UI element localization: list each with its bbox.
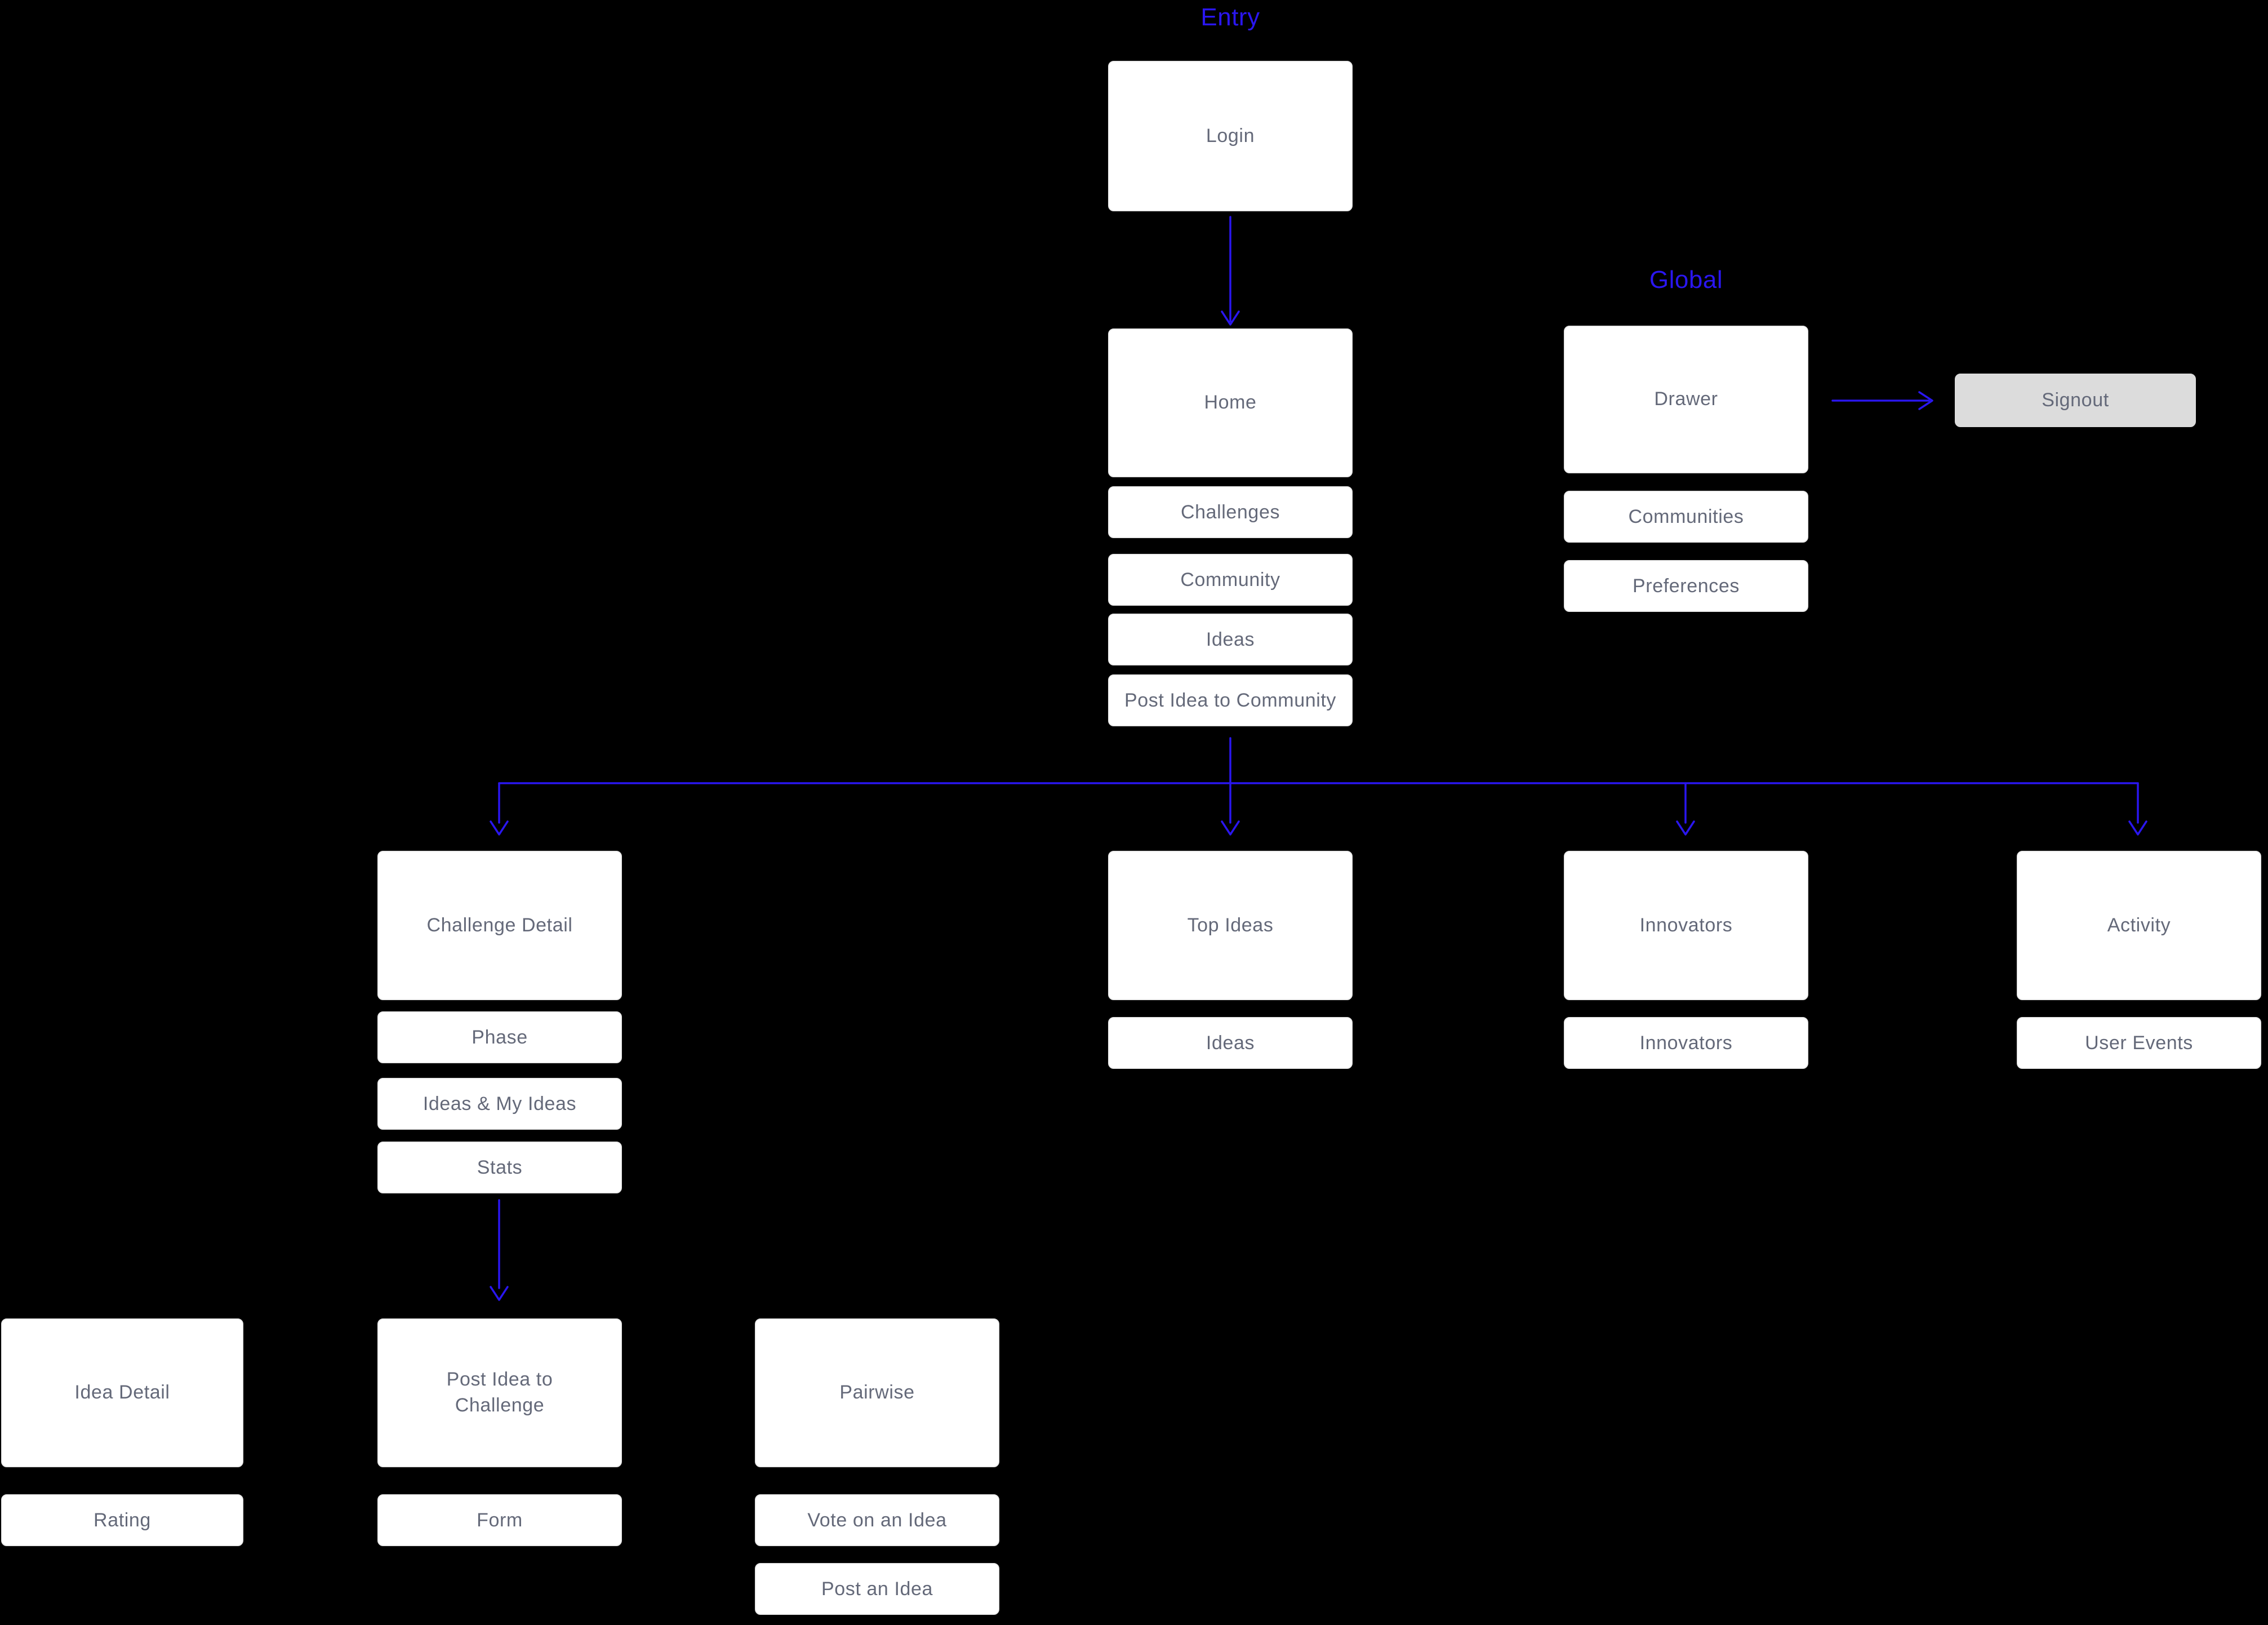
edge-drawer-signout — [1831, 391, 1933, 410]
section-label-global: Global — [1649, 266, 1723, 294]
node-label: Login — [1206, 125, 1255, 146]
node-label: Pairwise — [839, 1382, 915, 1404]
node-post-idea-to-community: Post Idea to Community — [1108, 674, 1353, 726]
node-label: Ideas & My Ideas — [423, 1093, 577, 1115]
node-label: Signout — [2042, 389, 2109, 411]
node-rating: Rating — [1, 1494, 243, 1546]
node-label: Rating — [94, 1509, 151, 1531]
node-label: Phase — [472, 1026, 528, 1048]
node-drawer: Drawer — [1564, 326, 1808, 473]
node-label: Challenge Detail — [426, 914, 573, 936]
node-top-ideas: Top Ideas — [1108, 851, 1353, 1000]
section-label-entry: Entry — [1200, 3, 1260, 31]
node-innovators: Innovators — [1564, 851, 1808, 1000]
node-pairwise: Pairwise — [755, 1318, 999, 1467]
node-label: Form — [477, 1509, 523, 1531]
node-label: Ideas — [1206, 1032, 1255, 1054]
node-community: Community — [1108, 554, 1353, 606]
node-label: Vote on an Idea — [807, 1509, 947, 1531]
node-label: Challenges — [1180, 501, 1280, 523]
node-vote-on-an-idea: Vote on an Idea — [755, 1494, 999, 1546]
node-label: Innovators — [1639, 914, 1733, 936]
node-preferences: Preferences — [1564, 560, 1808, 612]
node-ideas: Ideas — [1108, 614, 1353, 665]
edge-post-idea-branch — [490, 737, 2147, 836]
node-idea-detail: Idea Detail — [1, 1318, 243, 1467]
node-post-an-idea: Post an Idea — [755, 1563, 999, 1615]
node-form: Form — [377, 1494, 622, 1546]
node-activity: Activity — [2017, 851, 2261, 1000]
node-phase: Phase — [377, 1011, 622, 1063]
node-label: Communities — [1628, 505, 1744, 527]
node-ideas-my-ideas: Ideas & My Ideas — [377, 1078, 622, 1130]
node-label: Innovators — [1639, 1032, 1733, 1054]
node-login: Login — [1108, 61, 1353, 211]
node-stats: Stats — [377, 1142, 622, 1193]
node-label: User Events — [2085, 1032, 2193, 1054]
node-label: Post an Idea — [821, 1578, 933, 1600]
node-home: Home — [1108, 328, 1353, 477]
node-label: Post Idea to Community — [1124, 689, 1337, 711]
node-challenge-detail: Challenge Detail — [377, 851, 622, 1000]
node-signout: Signout — [1955, 374, 2196, 427]
node-label: Preferences — [1633, 575, 1740, 597]
node-challenges: Challenges — [1108, 486, 1353, 538]
edge-stats-post-idea-to-challenge — [490, 1199, 509, 1301]
node-post-idea-to-challenge: Post Idea to Challenge — [377, 1318, 622, 1467]
node-communities: Communities — [1564, 491, 1808, 543]
node-label: Ideas — [1206, 628, 1255, 650]
node-label: Post Idea to Challenge — [446, 1369, 553, 1416]
node-label: Drawer — [1654, 388, 1718, 410]
node-label: Activity — [2107, 914, 2171, 936]
edge-login-home — [1221, 216, 1240, 326]
node-top-ideas-ideas: Ideas — [1108, 1017, 1353, 1069]
node-innovators-list: Innovators — [1564, 1017, 1808, 1069]
node-user-events: User Events — [2017, 1017, 2261, 1069]
node-label: Top Ideas — [1187, 914, 1274, 936]
node-label: Idea Detail — [74, 1382, 170, 1404]
node-label: Home — [1204, 392, 1257, 414]
node-label: Community — [1180, 569, 1280, 590]
node-label: Stats — [477, 1156, 523, 1178]
